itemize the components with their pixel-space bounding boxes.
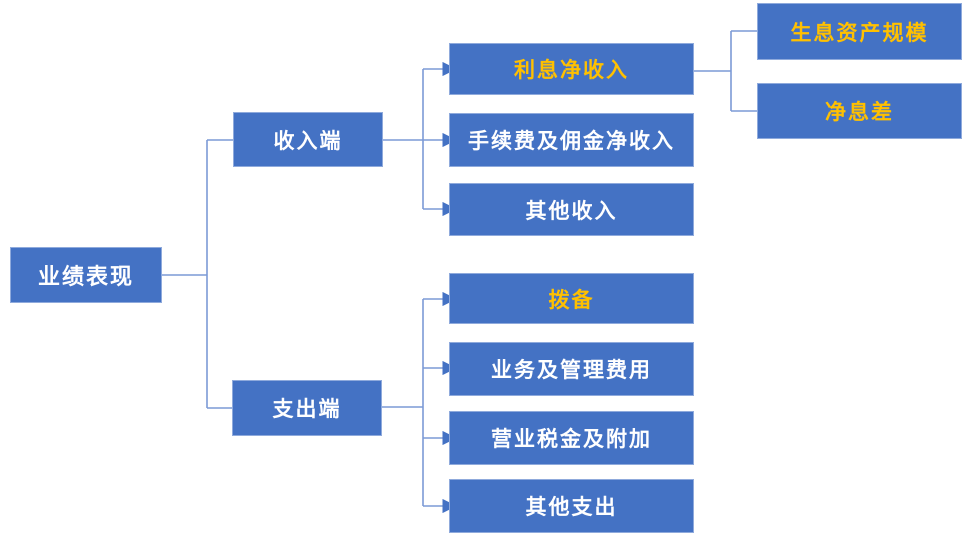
node-interest-earning-asset-scale: 生息资产规模: [757, 3, 962, 60]
node-net-interest-income: 利息净收入: [449, 43, 694, 95]
node-net-interest-margin: 净息差: [757, 83, 962, 139]
connector-expense-to-children: [382, 291, 457, 514]
connector-interest-to-drivers: [694, 30, 757, 112]
node-business-admin-expenses: 业务及管理费用: [449, 342, 694, 396]
node-provisions: 拨备: [449, 273, 694, 324]
node-business-tax-surcharges: 营业税金及附加: [449, 411, 694, 465]
node-fee-commission-income: 手续费及佣金净收入: [449, 113, 694, 167]
node-performance: 业绩表现: [10, 247, 162, 303]
node-other-income: 其他收入: [449, 183, 694, 236]
node-income-side: 收入端: [233, 112, 383, 167]
node-expense-side: 支出端: [232, 380, 382, 436]
node-other-expenses: 其他支出: [449, 479, 694, 533]
connector-root-to-branches: [162, 139, 233, 409]
connector-income-to-children: [383, 61, 457, 217]
